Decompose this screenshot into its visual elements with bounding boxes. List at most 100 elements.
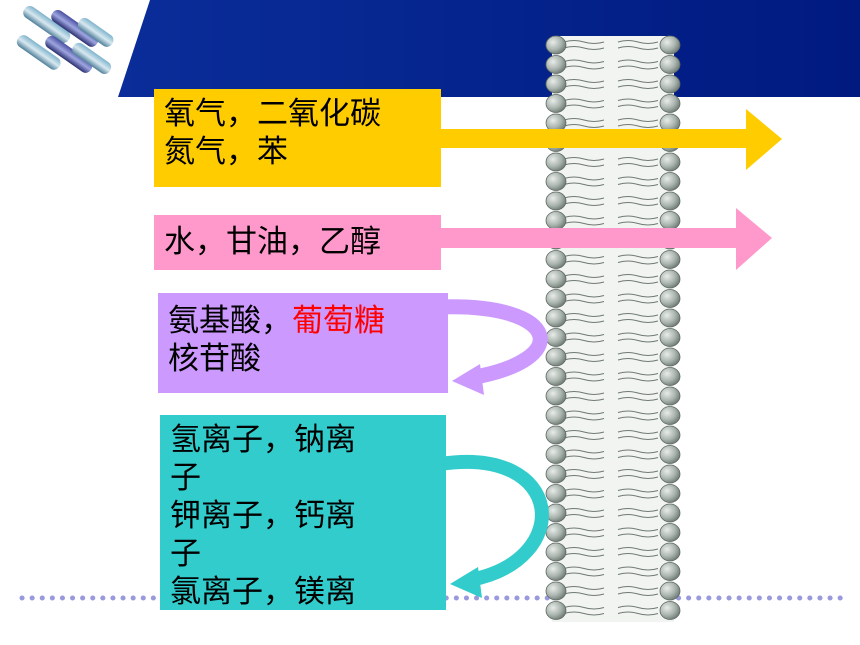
lipid-tail xyxy=(563,280,605,284)
lipid-tail xyxy=(617,157,659,161)
lipid-head xyxy=(659,347,681,367)
ion-return-arrow xyxy=(438,455,549,598)
lipid-head xyxy=(545,211,567,230)
lipid-tail xyxy=(563,221,605,226)
lipid-tail xyxy=(563,455,605,460)
gas-line-2: 氮气，苯 xyxy=(164,134,288,170)
lipid-tail xyxy=(617,79,659,83)
lipid-tail xyxy=(617,352,659,356)
lipid-tail xyxy=(563,176,605,181)
lipid-tail xyxy=(563,547,605,551)
lipid-tail xyxy=(617,410,659,415)
lipid-tail xyxy=(563,527,605,532)
lipid-head xyxy=(545,74,567,94)
lipid-head xyxy=(545,464,567,484)
lipid-tail xyxy=(617,416,659,421)
lipid-tail xyxy=(563,98,605,103)
lipid-tail xyxy=(563,293,605,298)
lipid-head xyxy=(545,55,567,74)
lipid-head xyxy=(659,484,681,503)
lipid-tail xyxy=(563,157,605,161)
lipid-tail xyxy=(617,455,659,460)
lipid-tail xyxy=(617,332,659,337)
lipid-tail xyxy=(563,215,605,220)
lipid-tail xyxy=(563,586,605,590)
lipid-tail xyxy=(617,221,659,226)
lipid-tail xyxy=(617,566,659,571)
lipid-tail xyxy=(617,196,659,200)
lipid-tail xyxy=(617,163,659,167)
lipid-tail xyxy=(617,572,659,577)
amino-line-1: 氨基酸，葡萄糖 xyxy=(168,302,448,340)
lipid-tail xyxy=(563,371,605,376)
ion-box: 氢离子，钠离 子 钾离子，钙离 子 氯离子，镁离 xyxy=(160,415,446,610)
lipid-tail xyxy=(617,124,659,128)
lipid-head xyxy=(659,445,681,464)
lipid-tail xyxy=(563,196,605,200)
lipid-tail xyxy=(617,254,659,259)
lipid-tail xyxy=(563,553,605,557)
gas-permeant-box: 氧气，二氧化碳 氮气，苯 xyxy=(154,89,441,187)
lipid-head xyxy=(545,367,567,386)
lipid-tail xyxy=(617,313,659,317)
lipid-head xyxy=(545,308,567,328)
lipid-tail xyxy=(617,514,659,518)
lipid-tail xyxy=(563,254,605,259)
lipid-tail xyxy=(617,449,659,454)
lipid-head xyxy=(659,152,681,172)
header-band xyxy=(118,0,860,97)
lipid-head xyxy=(545,425,567,445)
lipid-tail xyxy=(563,430,605,434)
lipid-tail xyxy=(617,475,659,479)
lipid-head xyxy=(659,406,681,425)
lipid-tail xyxy=(617,59,659,64)
lipid-head xyxy=(545,94,567,113)
lipid-tail xyxy=(617,319,659,323)
lipid-tail xyxy=(617,215,659,220)
lipid-tail xyxy=(617,98,659,103)
lipid-head xyxy=(545,269,567,289)
lipid-head xyxy=(545,172,567,191)
lipid-head xyxy=(545,523,567,542)
lipid-head xyxy=(659,289,681,308)
gas-line-1: 氧气，二氧化碳 xyxy=(164,96,381,132)
lipid-tail xyxy=(617,260,659,265)
lipid-tail xyxy=(617,377,659,382)
lipid-head xyxy=(545,191,567,211)
striped-cylinders-logo-icon xyxy=(16,5,114,74)
lipid-head xyxy=(659,269,681,289)
lipid-tail xyxy=(617,293,659,298)
lipid-head xyxy=(659,503,681,523)
lipid-head xyxy=(545,35,567,55)
lipid-head xyxy=(545,328,567,347)
lipid-tail xyxy=(617,118,659,122)
lipid-head xyxy=(545,406,567,425)
lipid-head xyxy=(659,55,681,74)
lipid-tail xyxy=(563,566,605,571)
lipid-tail xyxy=(563,436,605,440)
lipid-tail xyxy=(617,40,659,44)
ion-line-5: 氯离子，镁离 xyxy=(170,574,356,610)
organic-solute-box: 氨基酸，葡萄糖 核苷酸 xyxy=(158,293,448,393)
lipid-tail xyxy=(617,508,659,512)
lipid-tail xyxy=(563,59,605,64)
lipid-tail xyxy=(563,410,605,415)
lipid-tail xyxy=(617,436,659,440)
lipid-tail xyxy=(617,553,659,557)
lipid-tail xyxy=(617,533,659,538)
ion-line-3: 钾离子，钙离 xyxy=(170,498,356,534)
lipid-head xyxy=(659,601,681,620)
lipid-tail xyxy=(563,469,605,473)
lipid-tail xyxy=(617,611,659,616)
lipid-tail xyxy=(563,397,605,401)
lipid-tail xyxy=(617,592,659,596)
lipid-tail xyxy=(563,494,605,499)
lipid-tail xyxy=(563,416,605,421)
lipid-tail xyxy=(563,338,605,343)
lipid-tail xyxy=(617,488,659,493)
lipid-head xyxy=(545,601,567,620)
lipid-head xyxy=(659,74,681,94)
lipid-tail xyxy=(617,586,659,590)
